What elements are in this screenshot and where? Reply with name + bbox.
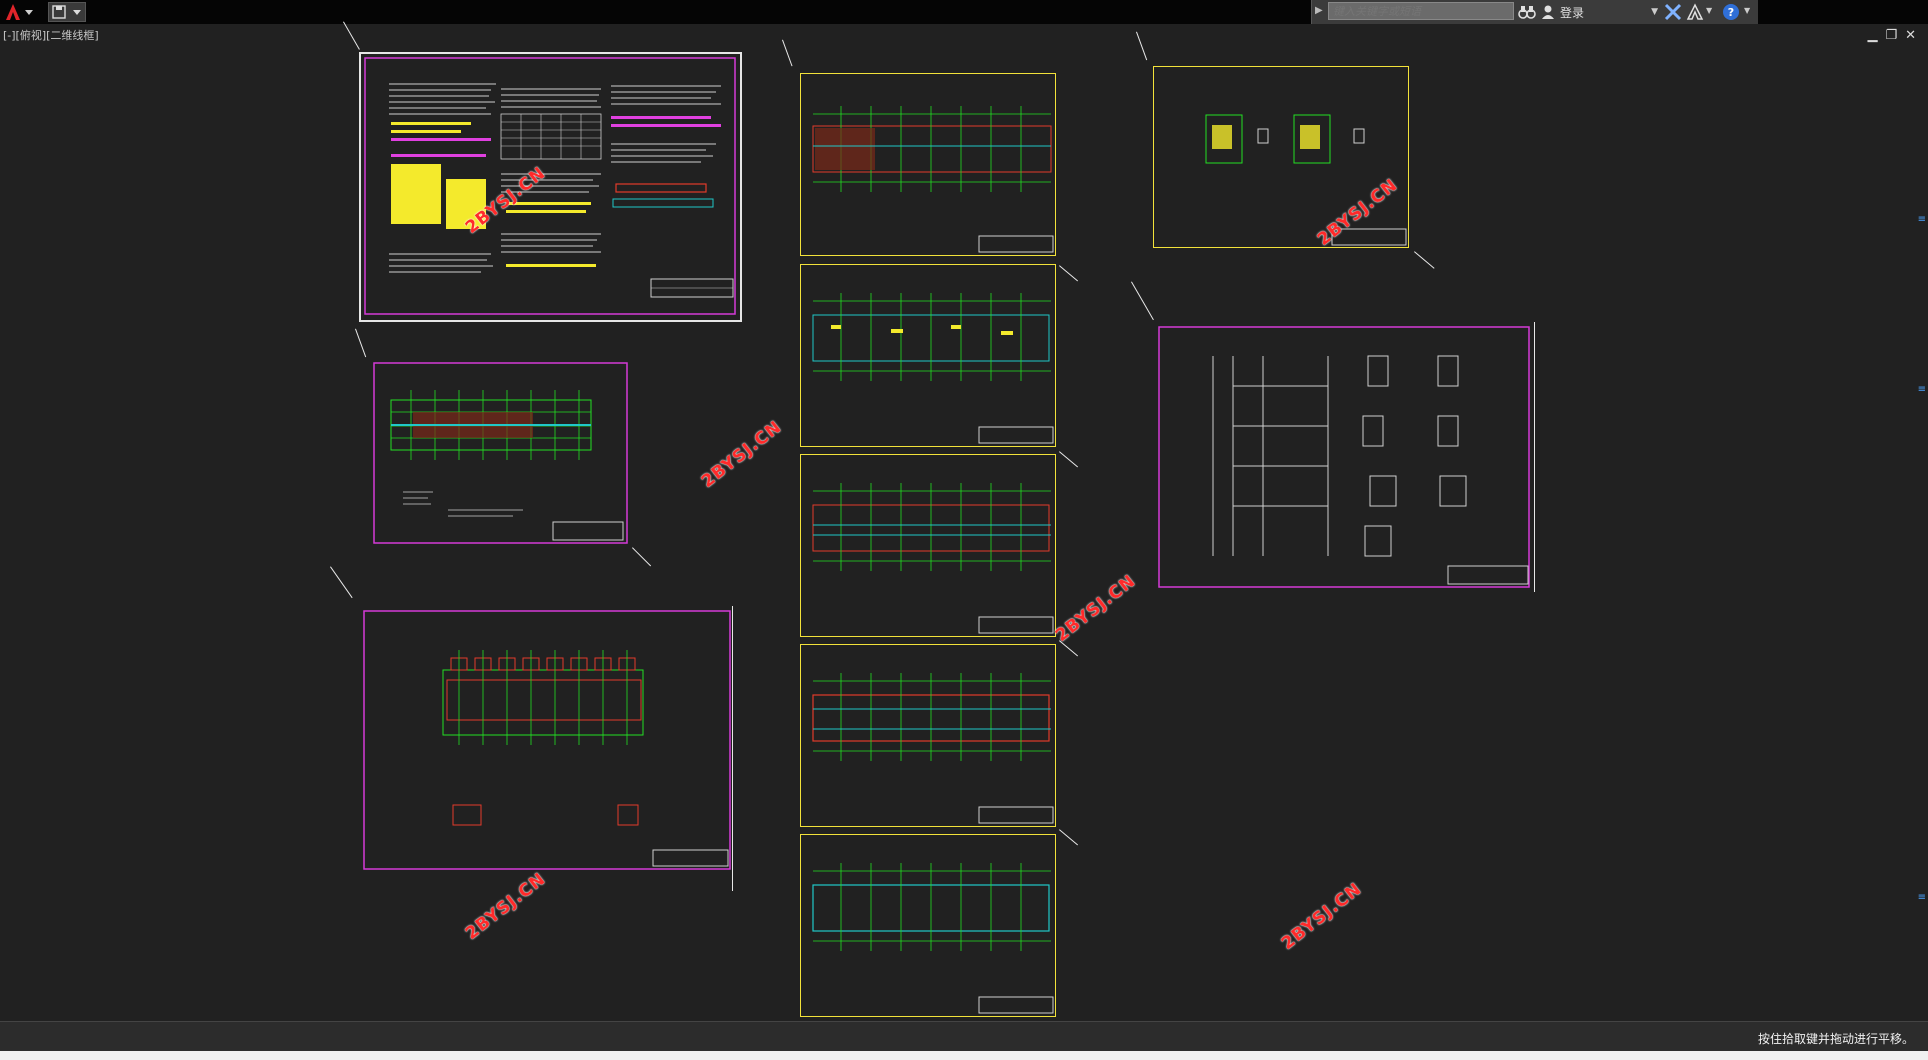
sheet-column-details bbox=[1153, 66, 1409, 248]
sheet-content bbox=[363, 610, 731, 870]
quick-access-dropdown[interactable] bbox=[48, 2, 86, 22]
help-icon: ? bbox=[1723, 4, 1739, 20]
chevron-down-icon: ▼ bbox=[1744, 6, 1751, 15]
sign-in-label: 登录 bbox=[1560, 5, 1585, 20]
minimize-icon[interactable]: ▁ bbox=[1867, 28, 1878, 43]
sheet-design-notes bbox=[359, 52, 742, 322]
sheet-content bbox=[812, 106, 1054, 253]
chevron-down-icon: ▼ bbox=[1706, 6, 1713, 15]
save-dropdown-icon bbox=[52, 5, 81, 19]
sheet-beam-plan-3 bbox=[800, 454, 1056, 637]
x-exchange-icon bbox=[1664, 3, 1682, 21]
sheet-content bbox=[373, 362, 628, 544]
chevron-down-icon: ▼ bbox=[1651, 7, 1658, 17]
sheet-beam-plan-5 bbox=[800, 834, 1056, 1017]
sheet-beam-plan-4 bbox=[800, 644, 1056, 827]
autodesk-a-icon bbox=[1686, 3, 1704, 20]
search-input[interactable] bbox=[1328, 2, 1514, 20]
user-icon bbox=[1542, 5, 1554, 19]
restore-icon[interactable]: ❐ bbox=[1885, 28, 1898, 43]
command-status-bar: 按住拾取键并拖动进行平移。 bbox=[0, 1021, 1928, 1052]
close-icon[interactable]: ✕ bbox=[1905, 28, 1916, 43]
application-menu-button[interactable] bbox=[2, 2, 38, 22]
bottom-border bbox=[0, 1051, 1928, 1060]
exchange-button[interactable] bbox=[1664, 3, 1682, 25]
help-button[interactable]: ? bbox=[1722, 3, 1740, 25]
search-button[interactable] bbox=[1518, 3, 1536, 21]
watermark: 2BYSJ.CN bbox=[1277, 879, 1366, 954]
sheet-content bbox=[812, 293, 1054, 444]
infocenter-toolbar: ▶ 登录 ▼ ▼ bbox=[1311, 0, 1758, 24]
sheet-foundation-plan bbox=[363, 610, 733, 895]
autodesk-account-button[interactable] bbox=[1686, 3, 1704, 25]
sheet-content bbox=[364, 57, 736, 315]
drawing-canvas[interactable]: 2BYSJ.CN 2BYSJ.CN 2BYSJ.CN 2BYSJ.CN 2BYS… bbox=[0, 21, 1928, 1021]
viewport-controls-label[interactable]: [-][俯视][二维线框] bbox=[3, 29, 99, 42]
sign-in-button[interactable]: 登录 ▼ bbox=[1540, 2, 1658, 22]
sheet-content bbox=[1205, 114, 1407, 246]
sheet-content bbox=[812, 863, 1054, 1014]
triangle-right-icon[interactable]: ▶ bbox=[1315, 5, 1323, 16]
sheet-beam-plan-2 bbox=[800, 264, 1056, 447]
sheet-floor-plan-a bbox=[373, 362, 629, 545]
sheet-content bbox=[812, 483, 1054, 634]
sheet-content bbox=[812, 673, 1054, 824]
sheet-beam-plan-1 bbox=[800, 73, 1056, 256]
sheet-stair-details bbox=[1158, 326, 1530, 588]
autocad-a-icon bbox=[6, 4, 33, 20]
sheet-content bbox=[1158, 326, 1530, 588]
window-controls: ▁ ❐ ✕ bbox=[1867, 28, 1916, 43]
binoculars-icon bbox=[1518, 6, 1536, 19]
watermark: 2BYSJ.CN bbox=[1051, 571, 1140, 646]
svg-text:?: ? bbox=[1728, 6, 1734, 19]
title-bar: ▶ 登录 ▼ ▼ bbox=[0, 0, 1928, 24]
watermark: 2BYSJ.CN bbox=[697, 417, 786, 492]
command-prompt-text: 按住拾取键并拖动进行平移。 bbox=[1757, 1032, 1914, 1046]
